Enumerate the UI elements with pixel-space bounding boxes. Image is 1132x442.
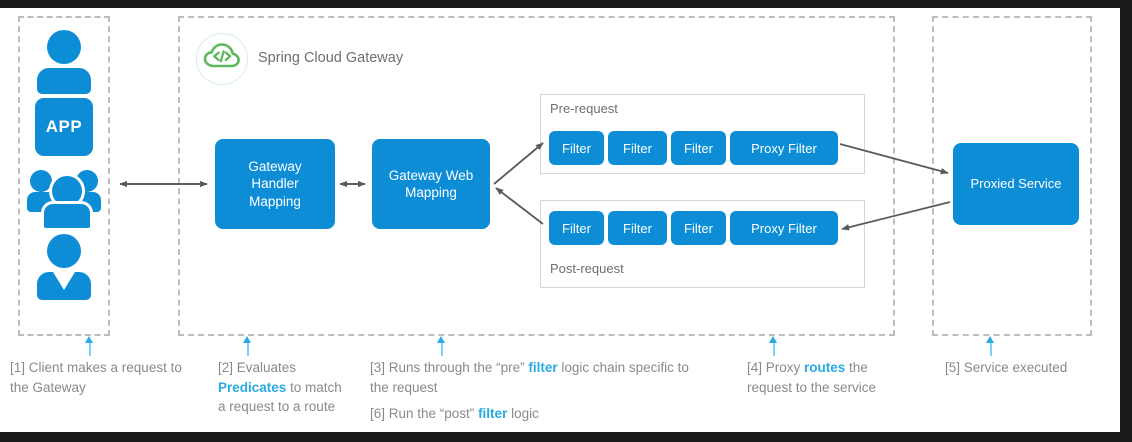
service-zone-panel — [932, 16, 1092, 336]
post-filter-3[interactable]: Filter — [671, 211, 726, 245]
caption-text: [5] Service executed — [945, 360, 1068, 375]
user-group-center-body — [41, 201, 93, 231]
caption-pointer-2-head — [243, 336, 251, 343]
caption-line: [6] Run the “post” filter logic — [370, 404, 700, 424]
caption-pointer-3 — [437, 336, 446, 356]
pre-filter-3[interactable]: Filter — [671, 131, 726, 165]
proxied-service-label: Proxied Service — [970, 175, 1062, 191]
post-filter-2[interactable]: Filter — [608, 211, 667, 245]
caption-pointer-4 — [769, 336, 778, 356]
gateway-zone-panel — [178, 16, 895, 336]
gateway-web-mapping-box[interactable]: Gateway Web Mapping — [372, 139, 490, 229]
gateway-handler-mapping-label: Gateway Handler Mapping — [248, 159, 302, 209]
user-group-left-head — [30, 170, 52, 192]
caption-3: [3] Runs through the “pre” filter logic … — [370, 358, 700, 431]
caption-text: [4] Proxy — [747, 360, 805, 375]
caption-pointer-5-head — [986, 336, 994, 343]
caption-text: logic — [507, 406, 539, 422]
caption-line: [3] Runs through the “pre” filter logic … — [370, 358, 700, 397]
caption-text: [1] Client makes a request to the Gatewa… — [10, 360, 182, 395]
caption-text: to match a request to a route — [218, 379, 342, 415]
proxied-service-box[interactable]: Proxied Service — [953, 143, 1079, 225]
caption-2: [2] Evaluates Predicates to match a requ… — [218, 358, 343, 424]
business-user-icon — [28, 234, 100, 300]
user-icon-body — [37, 68, 91, 94]
caption-highlight-term: filter — [528, 360, 558, 375]
caption-pointer-5-stem — [990, 341, 992, 356]
cloud-code-icon — [196, 33, 248, 85]
client-zone-panel — [18, 16, 110, 336]
caption-line: [1] Client makes a request to the Gatewa… — [10, 358, 195, 397]
caption-pointer-3-head — [437, 336, 445, 343]
pre-filter-1[interactable]: Filter — [549, 131, 604, 165]
caption-line: [2] Evaluates Predicates to match a requ… — [218, 358, 343, 417]
caption-pointer-1-head — [85, 336, 93, 343]
post-request-label: Post-request — [550, 261, 624, 276]
caption-1: [1] Client makes a request to the Gatewa… — [10, 358, 195, 404]
user-icon-head — [47, 30, 81, 64]
caption-5: [5] Service executed — [945, 358, 1075, 385]
caption-text: the request to the service — [747, 360, 877, 395]
pre-request-label: Pre-request — [550, 101, 618, 116]
caption-text: logic chain specific to the request — [370, 360, 689, 395]
business-user-collar — [53, 272, 75, 290]
pre-filter-2[interactable]: Filter — [608, 131, 667, 165]
caption-pointer-4-stem — [773, 341, 775, 356]
caption-pointer-4-head — [769, 336, 777, 343]
caption-line: [4] Proxy routes the request to the serv… — [747, 358, 887, 397]
caption-text: [6] Run the “post” — [370, 406, 479, 422]
caption-pointer-2 — [243, 336, 252, 356]
caption-text: [2] Evaluates — [218, 360, 297, 375]
caption-highlight-term: routes — [804, 360, 846, 375]
business-user-head — [47, 234, 81, 268]
caption-pointer-1-stem — [89, 341, 91, 356]
client-icon-stack: APP — [27, 30, 101, 322]
caption-pointer-2-stem — [247, 341, 249, 356]
caption-pointer-5 — [986, 336, 995, 356]
user-icon — [28, 30, 100, 94]
caption-pointer-1 — [85, 336, 94, 356]
caption-highlight-term: Predicates — [218, 379, 287, 395]
caption-line: [5] Service executed — [945, 358, 1075, 378]
app-tile-label: APP — [35, 98, 93, 156]
caption-highlight-term: filter — [478, 406, 508, 422]
caption-pointer-3-stem — [441, 341, 443, 356]
app-tile-icon: APP — [28, 98, 100, 160]
caption-text: [3] Runs through the “pre” — [370, 360, 529, 375]
cloud-code-glyph — [203, 43, 240, 68]
caption-4: [4] Proxy routes the request to the serv… — [747, 358, 887, 404]
gateway-web-mapping-label: Gateway Web Mapping — [388, 167, 474, 200]
post-filter-1[interactable]: Filter — [549, 211, 604, 245]
pre-proxy-filter[interactable]: Proxy Filter — [730, 131, 838, 165]
diagram-title: Spring Cloud Gateway — [258, 50, 404, 66]
post-proxy-filter[interactable]: Proxy Filter — [730, 211, 838, 245]
gateway-handler-mapping-box[interactable]: Gateway Handler Mapping — [215, 139, 335, 229]
diagram-canvas: APP — [0, 8, 1120, 432]
user-group-icon — [27, 168, 101, 231]
